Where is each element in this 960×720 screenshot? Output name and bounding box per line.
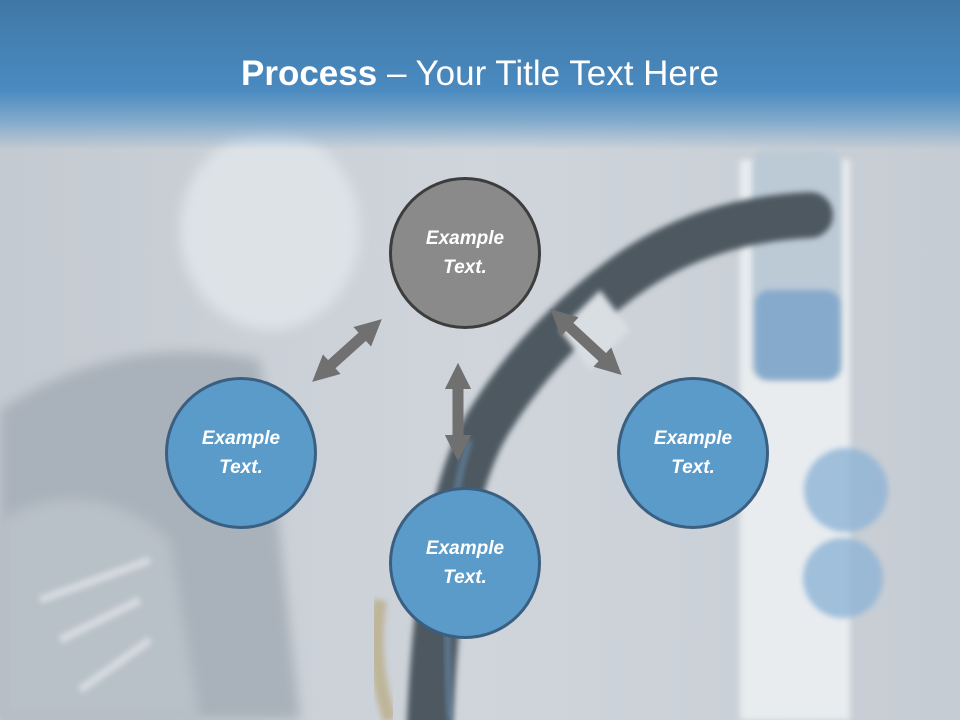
- arrow-top-right: [550, 309, 622, 375]
- process-node-bottom: Example Text.: [389, 487, 541, 639]
- title-rest: – Your Title Text Here: [377, 54, 719, 93]
- process-node-right: Example Text.: [617, 377, 769, 529]
- arrow-top-left: [312, 319, 382, 382]
- node-left-label: Example Text.: [201, 428, 281, 478]
- title-band: [0, 0, 960, 150]
- title-bold: Process: [241, 54, 378, 93]
- node-bottom-label: Example Text.: [425, 538, 505, 588]
- slide-title: Process – Your Title Text Here: [0, 52, 960, 96]
- node-top-label: Example Text.: [425, 228, 505, 278]
- node-right-label: Example Text.: [653, 428, 733, 478]
- process-node-top: Example Text.: [389, 177, 541, 329]
- process-node-left: Example Text.: [165, 377, 317, 529]
